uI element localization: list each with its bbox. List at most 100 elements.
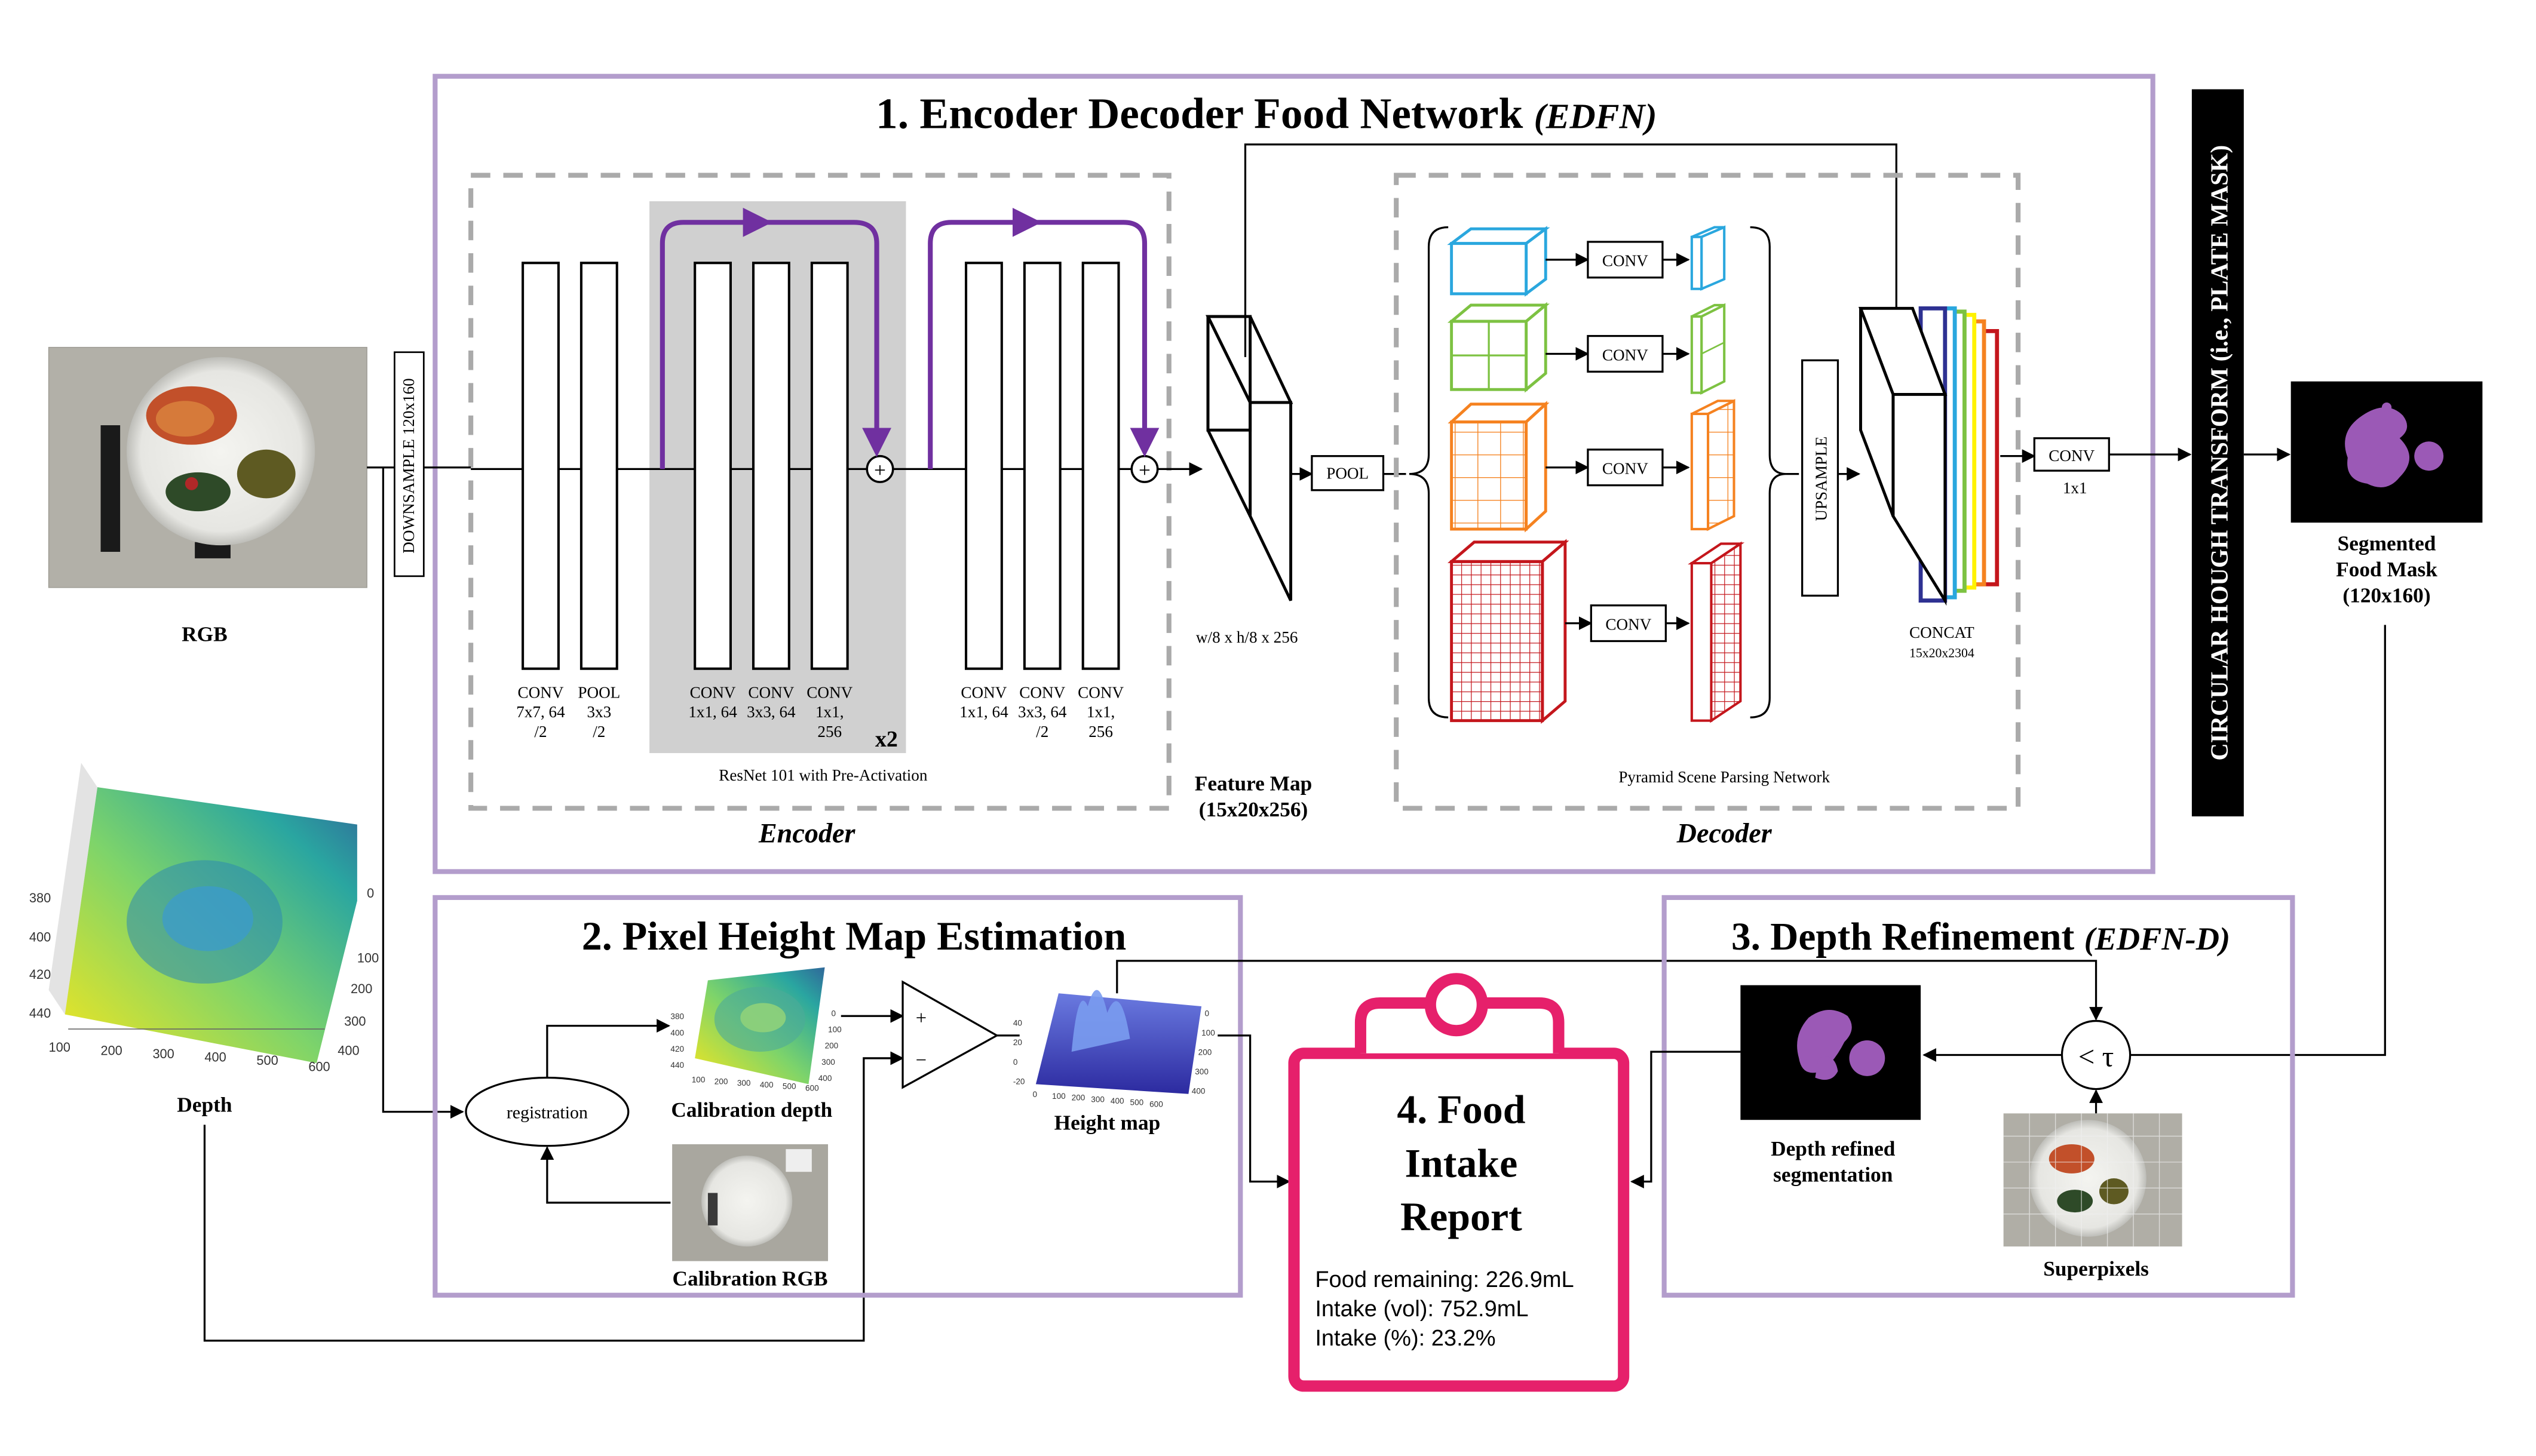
hm-z-tick-4: 300 xyxy=(1195,1067,1209,1076)
heightmap-to-report-line xyxy=(1218,1034,1291,1188)
concat-label: CONCAT xyxy=(1909,623,1974,641)
hm-x-tick-4: 300 xyxy=(1091,1095,1105,1104)
left-brace xyxy=(1409,226,1449,718)
mask-to-threshold-line xyxy=(2115,625,2386,1062)
conv-label-2: CONV xyxy=(1602,346,1648,364)
encoder-layers xyxy=(522,262,1120,670)
resnet-label: ResNet 101 with Pre-Activation xyxy=(719,766,928,784)
cal-depth-z-tick-1: 0 xyxy=(831,1009,836,1018)
pool-box xyxy=(1311,455,1385,492)
depth-x-tick-2: 200 xyxy=(100,1043,122,1058)
threshold-text: < τ xyxy=(2078,1040,2114,1073)
height-map-label: Height map xyxy=(1054,1111,1161,1135)
hm-x-tick-5: 400 xyxy=(1111,1096,1124,1105)
subtractor-plus: + xyxy=(916,1007,927,1029)
calibration-rgb-label: Calibration RGB xyxy=(673,1267,828,1290)
layer-conv-3x3-a xyxy=(752,262,790,670)
registration-text: registration xyxy=(507,1102,588,1122)
cal-depth-x-tick-3: 300 xyxy=(737,1079,751,1088)
hm-x-tick-2: 100 xyxy=(1052,1092,1066,1101)
subtractor-minus: − xyxy=(916,1050,927,1071)
downsample-text: DOWNSAMPLE 120x160 xyxy=(400,378,418,553)
hm-y-tick-3: 0 xyxy=(1013,1058,1018,1067)
depth-label: Depth xyxy=(177,1093,232,1117)
cal-depth-y-tick-4: 440 xyxy=(670,1061,684,1070)
report-stat-intake-vol: Intake (vol): 752.9mL xyxy=(1315,1297,1528,1322)
cal-depth-x-tick-4: 400 xyxy=(760,1080,774,1089)
refined-blobs xyxy=(1797,1010,1885,1080)
pool-text: POOL xyxy=(1326,465,1369,483)
concat-dims: 15x20x2304 xyxy=(1909,646,1974,661)
depth-x-tick-6: 600 xyxy=(308,1059,330,1074)
rgb-input-image xyxy=(48,346,367,588)
pyramid-level-4: CONV xyxy=(1448,539,1745,724)
encoder-label: Encoder xyxy=(758,818,856,848)
conv-label-3: CONV xyxy=(1602,460,1648,478)
calibration-depth-plot: 380 400 420 440 100 200 300 400 500 600 … xyxy=(670,967,842,1092)
rgb-label: RGB xyxy=(182,622,228,646)
depth-refinement-title: 3. Depth Refinement (EDFN-D) xyxy=(1731,916,2230,959)
layer-conv-3x3-b xyxy=(1023,262,1062,670)
upsample-text: UPSAMPLE xyxy=(1812,437,1830,521)
depth-z-tick-1: 0 xyxy=(367,886,374,901)
layer-conv-1x1-256-a xyxy=(810,262,849,670)
edfn-frame xyxy=(433,73,2155,874)
final-conv-text: CONV xyxy=(2049,447,2095,465)
hm-x-tick-3: 200 xyxy=(1072,1093,1085,1102)
superpixels-image xyxy=(2003,1113,2182,1247)
heightmap-to-threshold-line xyxy=(1116,960,2103,1021)
final-conv-kernel: 1x1 xyxy=(2063,479,2087,497)
report-clipboard xyxy=(1288,973,1630,1392)
pyramid-level-3: CONV xyxy=(1448,398,1735,533)
encoder-box xyxy=(468,173,1172,811)
downsample-box xyxy=(394,351,425,578)
hm-z-tick-2: 100 xyxy=(1201,1028,1215,1037)
calibration-depth-label: Calibration depth xyxy=(671,1098,832,1122)
cal-depth-z-tick-5: 400 xyxy=(818,1074,832,1083)
sum-symbol-1: + xyxy=(874,459,886,482)
cal-depth-y-tick-1: 380 xyxy=(670,1012,684,1021)
sum-symbol-2: + xyxy=(1139,459,1151,482)
height-map-frame xyxy=(433,895,1243,1298)
cal-depth-x-tick-6: 600 xyxy=(805,1083,819,1092)
cal-depth-y-tick-2: 400 xyxy=(670,1028,684,1037)
layer-conv-1x1-a xyxy=(694,262,732,670)
cal-depth-z-tick-3: 200 xyxy=(825,1042,839,1050)
depth-x-tick-3: 300 xyxy=(152,1046,174,1061)
right-brace xyxy=(1750,226,1786,718)
depth-to-subtract-line xyxy=(203,1051,904,1342)
depth-y-tick-4: 440 xyxy=(29,1006,51,1021)
repeat-label: x2 xyxy=(875,727,898,752)
height-map-title: 2. Pixel Height Map Estimation xyxy=(582,913,1126,959)
height-map-plot: 40 20 0 -20 0 100 200 300 400 500 600 0 … xyxy=(1013,990,1215,1108)
refined-to-report-line xyxy=(1630,1050,1741,1188)
layer-conv-7x7 xyxy=(522,262,560,670)
hm-z-tick-3: 200 xyxy=(1198,1048,1212,1057)
conv-label-1: CONV xyxy=(1602,252,1648,270)
subtractor-node xyxy=(901,980,999,1089)
decoder-box xyxy=(1394,173,2021,811)
edfn-title: 1. Encoder Decoder Food Network (EDFN) xyxy=(876,90,1657,138)
skip-connection-1 xyxy=(660,220,892,469)
feature-skip-line xyxy=(1244,143,1903,357)
cal-depth-x-tick-1: 100 xyxy=(692,1076,706,1085)
concat-block xyxy=(1858,306,2000,606)
depth-x-tick-1: 100 xyxy=(49,1040,70,1055)
depth-y-tick-3: 420 xyxy=(29,967,51,982)
hough-label: CIRCULAR HOUGH TRANSFORM (i.e., PLATE MA… xyxy=(2206,145,2233,761)
hm-x-tick-6: 500 xyxy=(1130,1098,1144,1107)
layer-conv-1x1-256-b xyxy=(1081,262,1120,670)
calib-rgb-to-registration-line xyxy=(540,1146,671,1204)
hough-bar xyxy=(2191,89,2244,817)
depth-refinement-frame xyxy=(1661,895,2295,1298)
depth-plot: 380 400 420 440 100 200 300 400 500 600 … xyxy=(29,763,379,1074)
